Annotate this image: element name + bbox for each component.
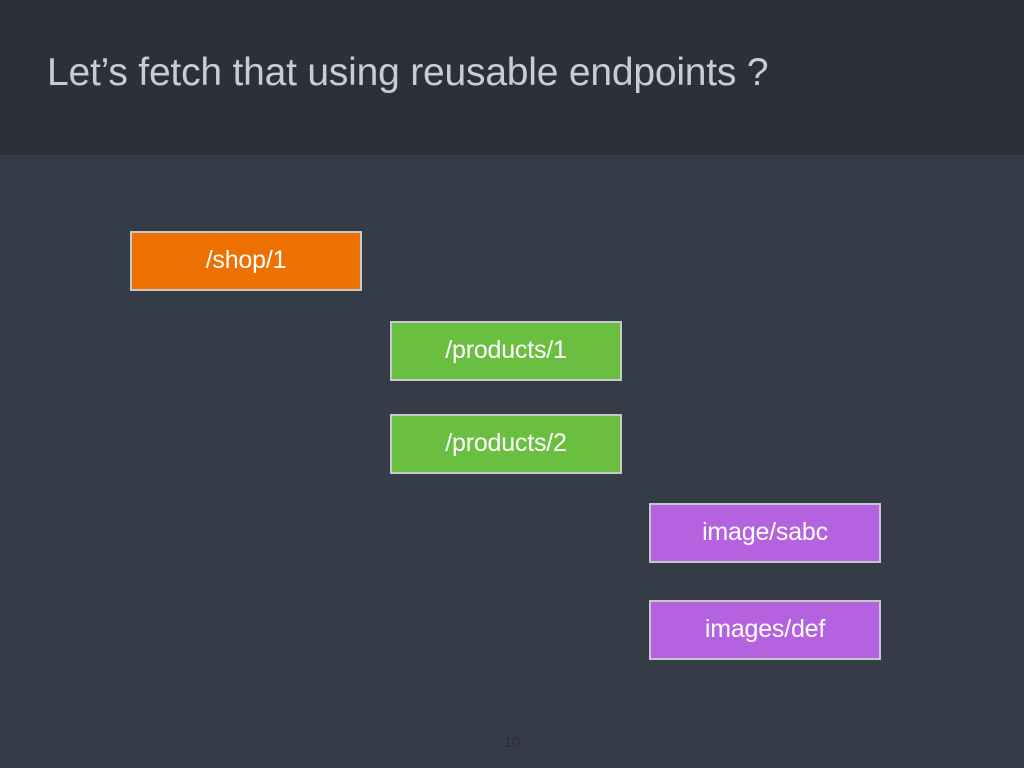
endpoint-box-products-1: /products/1 xyxy=(390,321,622,381)
endpoint-label: /products/2 xyxy=(445,428,567,457)
endpoint-label: /shop/1 xyxy=(205,245,287,274)
endpoint-label: image/sabc xyxy=(702,517,828,546)
slide-header-band: Let’s fetch that using reusable endpoint… xyxy=(0,0,1024,155)
endpoint-box-products-2: /products/2 xyxy=(390,414,622,474)
endpoint-label: images/def xyxy=(704,614,826,643)
page-title: Let’s fetch that using reusable endpoint… xyxy=(47,51,769,94)
endpoint-box-image-sabc: image/sabc xyxy=(649,503,881,563)
endpoint-label: /products/1 xyxy=(445,335,567,364)
endpoint-box-shop: /shop/1 xyxy=(130,231,362,291)
slide-page-number: 10 xyxy=(503,734,521,751)
endpoint-box-images-def: images/def xyxy=(649,600,881,660)
